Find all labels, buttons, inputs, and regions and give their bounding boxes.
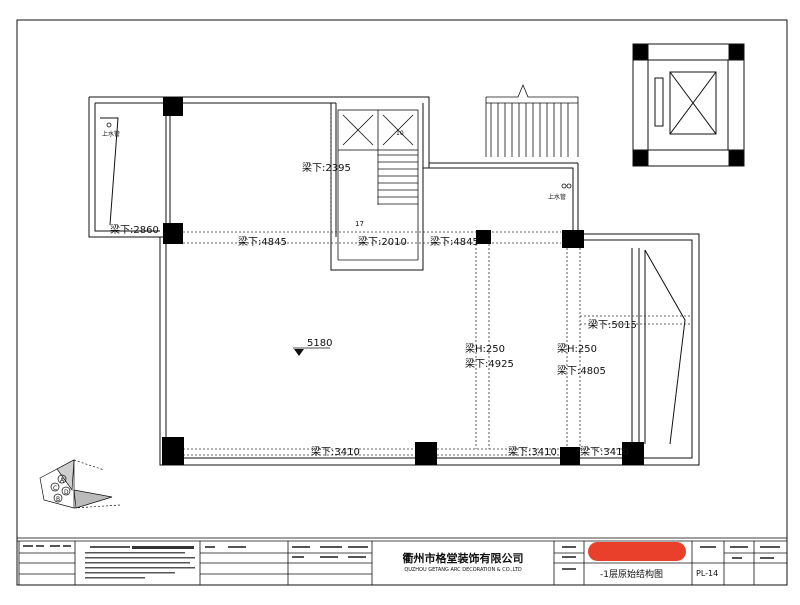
column: [163, 97, 183, 116]
column: [162, 437, 184, 465]
beam-label-2860: 梁下:2860: [110, 223, 159, 236]
elevation-value: 5180: [307, 338, 332, 349]
stair-step-17: 17: [355, 220, 364, 228]
drawing-title: -1层原始结构图: [600, 568, 663, 580]
beam-label-2395: 梁下:2395: [302, 161, 351, 174]
drawing-number: PL-14: [696, 569, 718, 578]
left-window: [100, 110, 171, 226]
beam-label-3410-c: 梁下:3410: [580, 445, 629, 458]
columns: [162, 97, 644, 465]
water-pipe-label-left: 上水管: [102, 130, 120, 138]
compass-symbol: [39, 459, 121, 509]
compass-letter-c: C: [53, 485, 57, 492]
column: [163, 223, 183, 244]
compass-letter-d: D: [64, 489, 69, 496]
compass-letter-a: A: [60, 477, 65, 484]
beam-label-5015: 梁下:5015: [588, 318, 637, 331]
water-pipes: [106, 122, 572, 189]
column: [476, 230, 491, 244]
exterior-stair: [485, 83, 579, 157]
sheet-border: [16, 19, 788, 586]
column: [560, 447, 580, 465]
title-block-fine-print: [23, 545, 780, 579]
beam-height-label-a: 梁H:250: [465, 342, 505, 355]
compass-letter-b: B: [56, 496, 60, 503]
outer-walls: [88, 96, 700, 466]
beam-lines: [183, 111, 692, 456]
beam-label-4845-right: 梁下:4845: [430, 235, 479, 248]
beam-label-4805: 梁下:4805: [557, 364, 606, 377]
main-stair: [337, 109, 419, 261]
beam-label-4925: 梁下:4925: [465, 357, 514, 370]
company-name-en: QUZHOU GETANG ARC DECORATION & CO.,LTD: [404, 567, 522, 573]
beam-label-3410-b: 梁下:3410: [508, 445, 557, 458]
column: [622, 442, 644, 465]
beam-height-label-b: 梁H:250: [557, 342, 597, 355]
beam-label-2010: 梁下:2010: [358, 235, 407, 248]
redaction-bar: [588, 542, 686, 561]
beam-label-3410-a: 梁下:3410: [311, 445, 360, 458]
column: [562, 230, 584, 248]
stair-step-10: 10: [396, 130, 404, 137]
elevator-keyplan: [632, 43, 745, 167]
company-name-cn: 衢州市格堂装饰有限公司: [403, 551, 524, 565]
beam-label-4845-left: 梁下:4845: [238, 235, 287, 248]
elevation-mark: 5180: [293, 338, 332, 356]
column: [415, 442, 437, 465]
water-pipe-label-right: 上水管: [548, 193, 566, 201]
dimension-labels: 梁下:2395 梁下:2860 梁下:4845 梁下:2010 梁下:4845 …: [110, 161, 637, 458]
title-block: [16, 537, 788, 586]
